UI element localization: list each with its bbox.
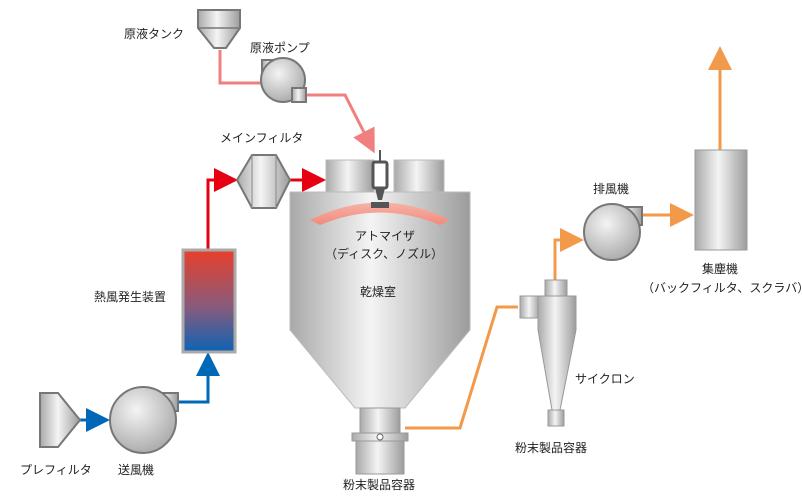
main-filter-label: メインフィルタ <box>220 131 303 145</box>
cyclone-label: サイクロン <box>575 372 635 386</box>
atomizer-sub-label: （ディスク、ノズル） <box>325 246 443 261</box>
raw-pump-label: 原液ポンプ <box>250 40 310 55</box>
main-filter <box>235 154 292 209</box>
dust-collector-sub-label: （バックフィルタ、スクラバ） <box>642 281 802 295</box>
raw-tank <box>197 9 241 49</box>
product-line-to-cyclone <box>405 305 518 430</box>
product-container-1-label: 粉末製品容器 <box>343 477 415 492</box>
atomizer-label: アトマイザ <box>355 229 415 243</box>
raw-pump <box>260 57 307 103</box>
drying-chamber <box>289 159 471 409</box>
hot-air-generator <box>181 248 237 354</box>
raw-tank-label: 原液タンク <box>124 26 184 41</box>
exhaust-fan-label: 排風機 <box>593 181 629 196</box>
product-container-2-label: 粉末製品容器 <box>515 440 587 455</box>
blower <box>109 386 179 454</box>
atomizer-icon <box>371 150 389 208</box>
dust-collector-label: 集塵機 <box>702 261 738 276</box>
liquid-line <box>218 50 262 85</box>
hot-air-generator-label: 熱風発生装置 <box>94 290 166 304</box>
exhaust-line-to-fan <box>553 228 584 280</box>
cyclone <box>519 279 577 427</box>
cold-air-line-2 <box>178 352 220 404</box>
product-container-1 <box>351 407 409 475</box>
prefilter <box>39 392 82 448</box>
liquid-line-to-atomizer <box>305 93 375 154</box>
dust-collector <box>694 149 748 251</box>
exhaust-fan <box>583 203 643 261</box>
hot-air-line <box>206 168 238 250</box>
blower-label: 送風機 <box>118 462 154 477</box>
prefilter-label: プレフィルタ <box>20 463 92 477</box>
drying-chamber-label: 乾燥室 <box>360 284 396 299</box>
